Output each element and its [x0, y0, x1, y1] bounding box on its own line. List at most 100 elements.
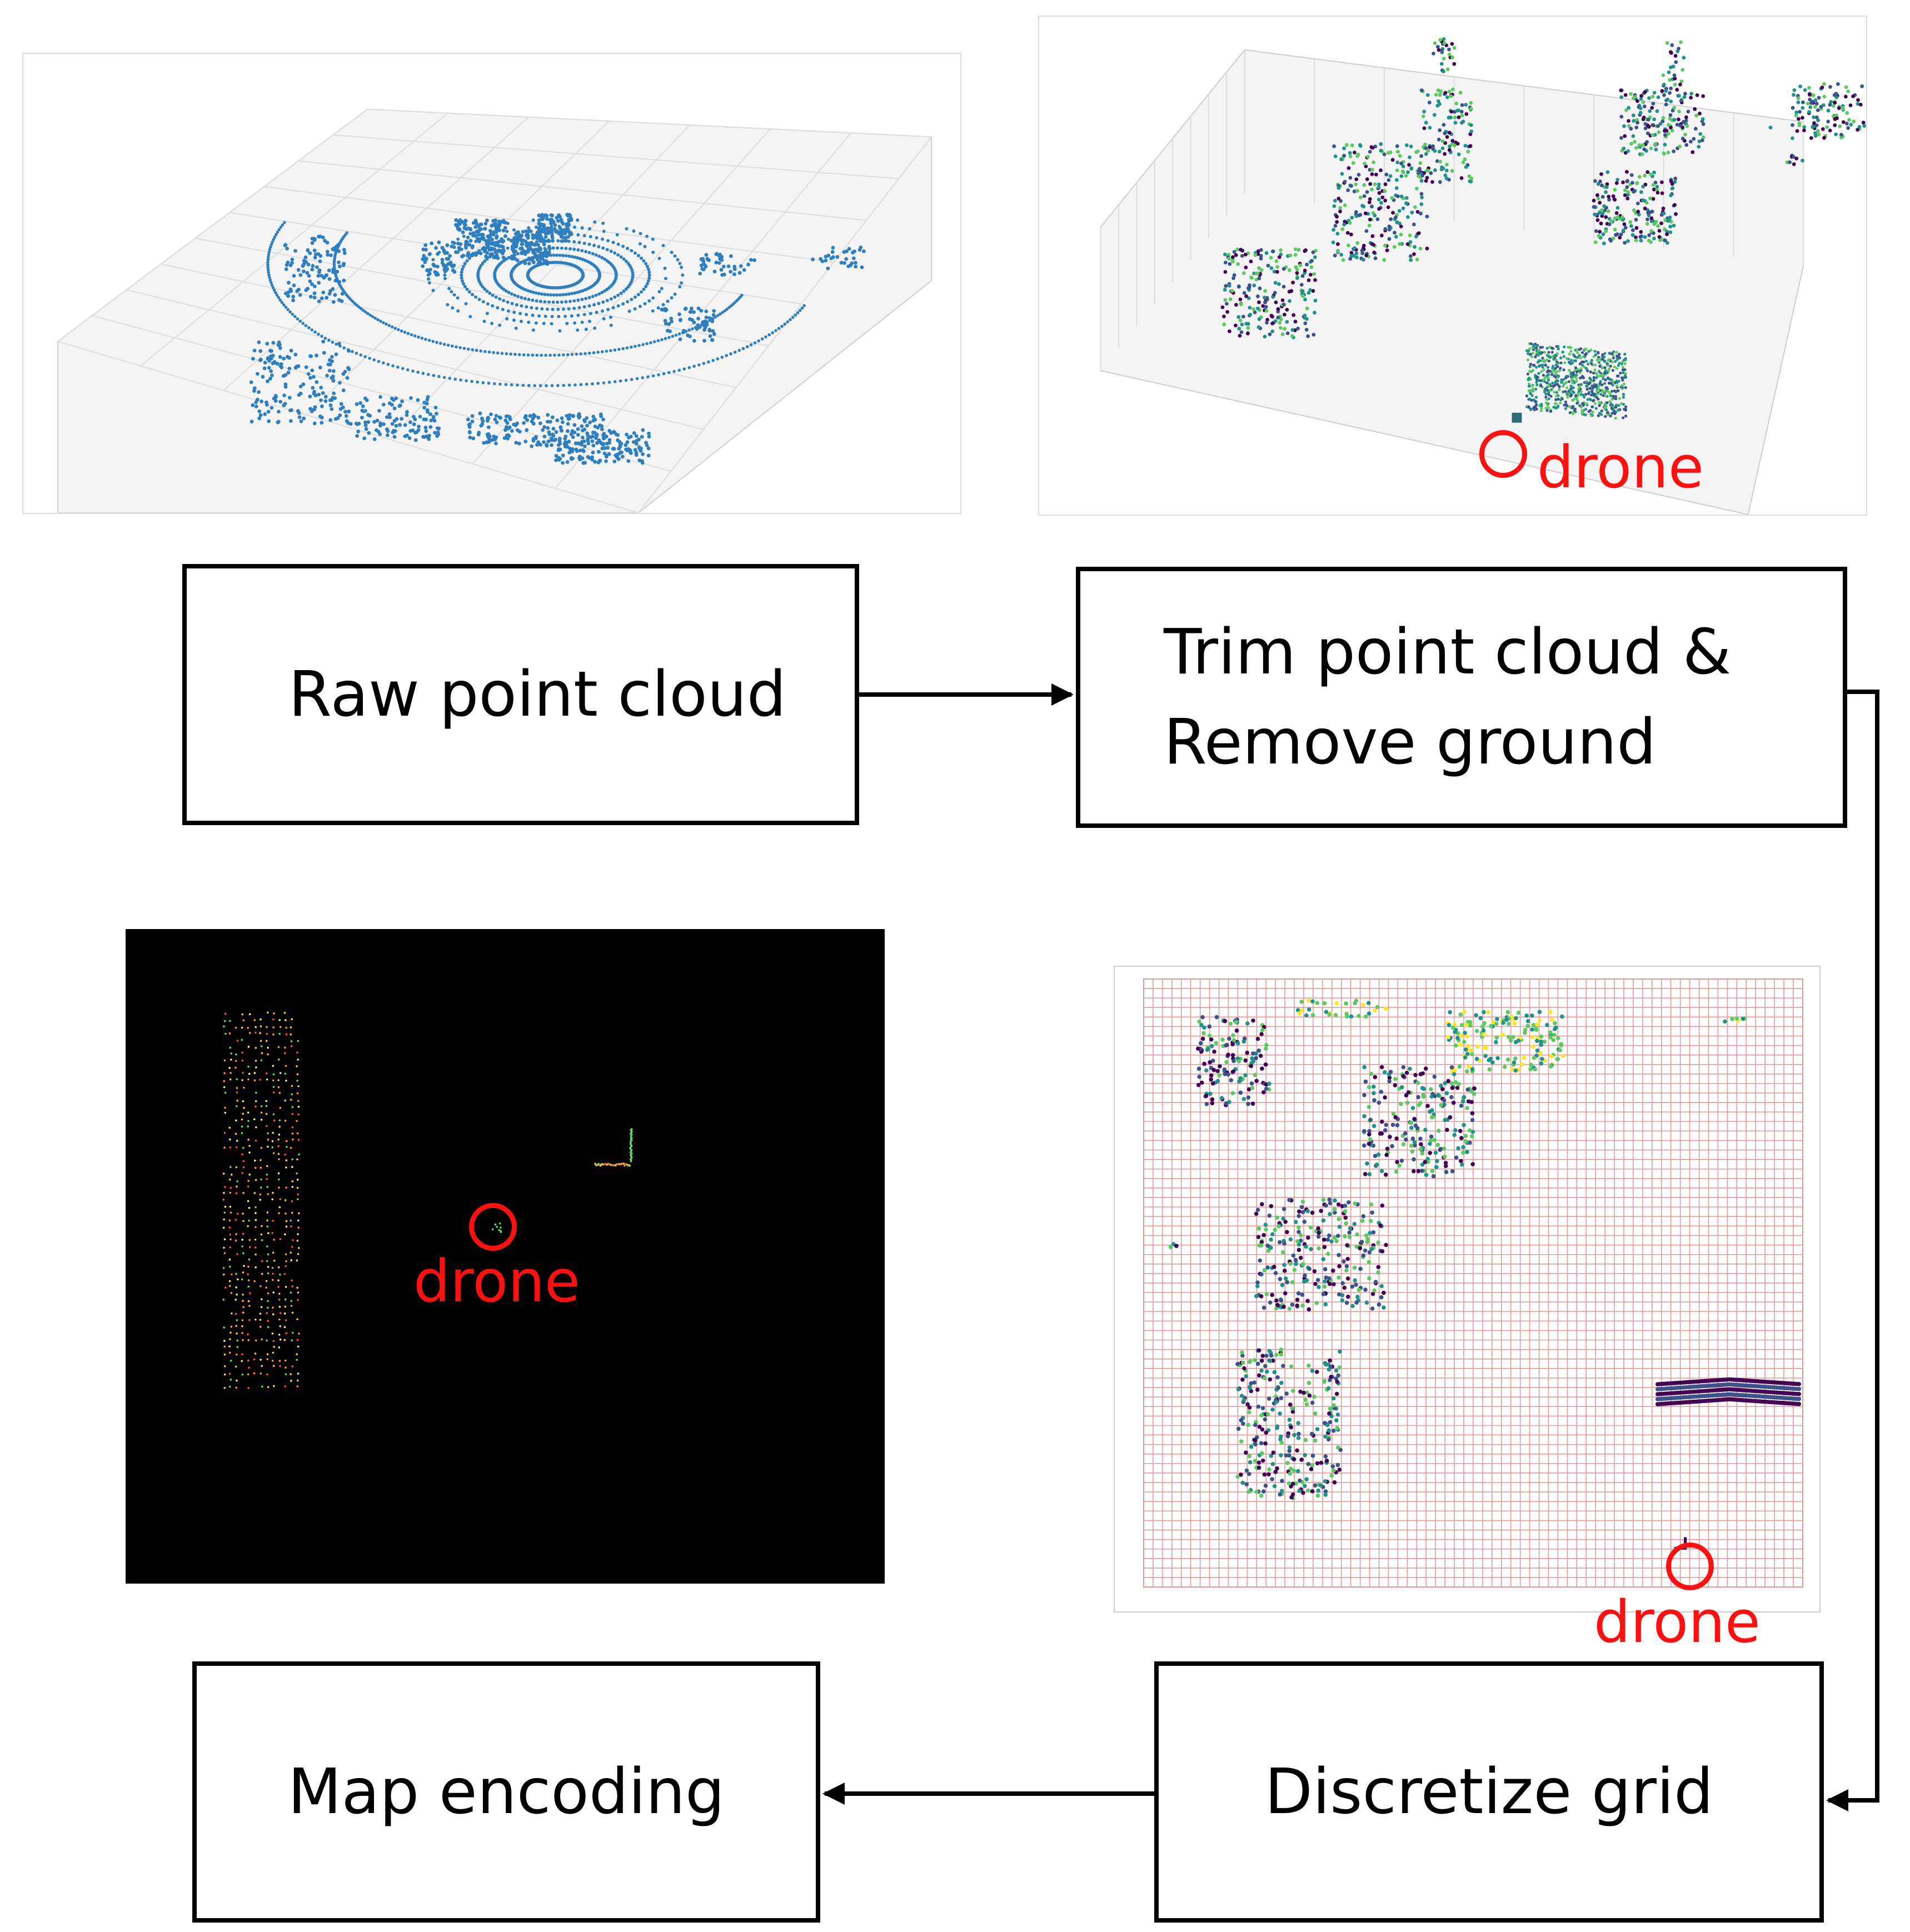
raw-point — [602, 317, 606, 321]
trimmed-point — [1235, 247, 1239, 252]
raw-point — [342, 248, 346, 252]
encoded-point — [266, 1373, 268, 1376]
trimmed-point — [1285, 319, 1289, 324]
encoded-point — [297, 1226, 300, 1229]
trimmed-point — [1280, 298, 1285, 302]
raw-point — [613, 295, 617, 299]
encoded-point — [236, 1332, 238, 1335]
raw-point — [556, 219, 560, 223]
encoded-point — [297, 1100, 300, 1102]
trimmed-point — [1367, 200, 1372, 204]
raw-point — [560, 416, 564, 421]
raw-point — [251, 403, 255, 407]
trimmed-point — [1600, 183, 1604, 188]
grid-point — [1199, 1080, 1204, 1085]
raw-point — [311, 264, 315, 268]
trimmed-point — [1584, 393, 1588, 396]
trimmed-point — [1379, 148, 1383, 153]
trimmed-point — [1379, 233, 1384, 238]
grid-point — [1253, 1072, 1258, 1077]
trimmed-point — [1844, 122, 1849, 126]
trimmed-point — [1641, 100, 1645, 104]
raw-point — [310, 368, 315, 373]
trimmed-point — [1278, 321, 1282, 325]
trimmed-point — [1390, 196, 1394, 200]
trimmed-point — [1373, 213, 1377, 218]
trimmed-point — [1370, 234, 1375, 238]
raw-point — [313, 252, 318, 257]
raw-point — [657, 290, 661, 294]
raw-point — [337, 342, 341, 346]
trimmed-point — [1447, 131, 1452, 135]
encoded-point — [224, 1286, 227, 1289]
trimmed-point — [1391, 211, 1395, 215]
trimmed-point — [1300, 274, 1305, 278]
trimmed-point — [1649, 216, 1654, 221]
raw-point — [566, 417, 571, 421]
raw-point — [540, 256, 545, 260]
raw-point — [425, 401, 429, 406]
encoded-point — [278, 1299, 281, 1301]
raw-point — [341, 388, 346, 392]
grid-line — [306, 121, 610, 416]
raw-point — [780, 325, 784, 328]
trimmed-point — [1432, 52, 1435, 56]
encoded-point — [223, 1340, 226, 1342]
raw-point — [272, 238, 275, 241]
trimmed-point — [1295, 276, 1299, 280]
raw-point — [504, 257, 508, 261]
encoded-point — [272, 1291, 275, 1294]
trimmed-point — [1650, 209, 1654, 214]
trimmed-point — [1594, 363, 1597, 367]
raw-point — [585, 416, 589, 420]
grid-point — [1199, 1022, 1204, 1027]
grid-point — [1214, 1041, 1219, 1046]
trimmed-point — [1238, 318, 1243, 322]
encoded-point — [236, 1078, 238, 1081]
trimmed-point — [1609, 402, 1613, 406]
raw-point — [622, 257, 626, 261]
trimmed-point — [1540, 405, 1543, 408]
trimmed-point — [1660, 119, 1665, 123]
trimmed-point — [1788, 160, 1792, 164]
trimmed-point — [1619, 402, 1623, 405]
trimmed-point — [1809, 136, 1813, 140]
encoded-point — [255, 1126, 257, 1129]
raw-point — [640, 256, 643, 260]
encoded-point — [290, 1146, 292, 1149]
raw-point — [257, 340, 261, 345]
encoded-point — [273, 1385, 275, 1387]
trimmed-point — [1535, 407, 1538, 411]
trimmed-point — [1527, 352, 1530, 356]
raw-point — [503, 226, 507, 230]
grid-point — [1522, 1055, 1526, 1060]
trimmed-point — [1621, 386, 1624, 390]
raw-point — [525, 242, 528, 247]
trimmed-point — [1450, 139, 1455, 143]
raw-point — [513, 352, 517, 356]
raw-point — [764, 335, 767, 339]
raw-point — [604, 455, 609, 459]
raw-point — [789, 318, 792, 322]
raw-point — [505, 229, 509, 233]
trimmed-point — [1602, 241, 1606, 246]
trimmed-point — [1573, 359, 1576, 362]
trimmed-point — [1613, 227, 1617, 232]
trimmed-point — [1609, 219, 1613, 223]
raw-point — [673, 292, 677, 296]
raw-point — [457, 246, 461, 250]
grid-point — [1254, 1056, 1258, 1060]
raw-point — [257, 390, 261, 394]
trimmed-point — [1274, 259, 1279, 263]
raw-point — [509, 352, 512, 356]
raw-point — [279, 226, 283, 229]
raw-point — [562, 383, 566, 387]
trimmed-point — [1366, 154, 1370, 159]
raw-point — [293, 249, 297, 253]
trimmed-point — [1332, 144, 1336, 148]
raw-point — [538, 235, 542, 239]
raw-point — [468, 435, 472, 440]
raw-point — [483, 350, 487, 353]
trimmed-point — [1277, 282, 1281, 286]
trimmed-point — [1635, 118, 1639, 122]
